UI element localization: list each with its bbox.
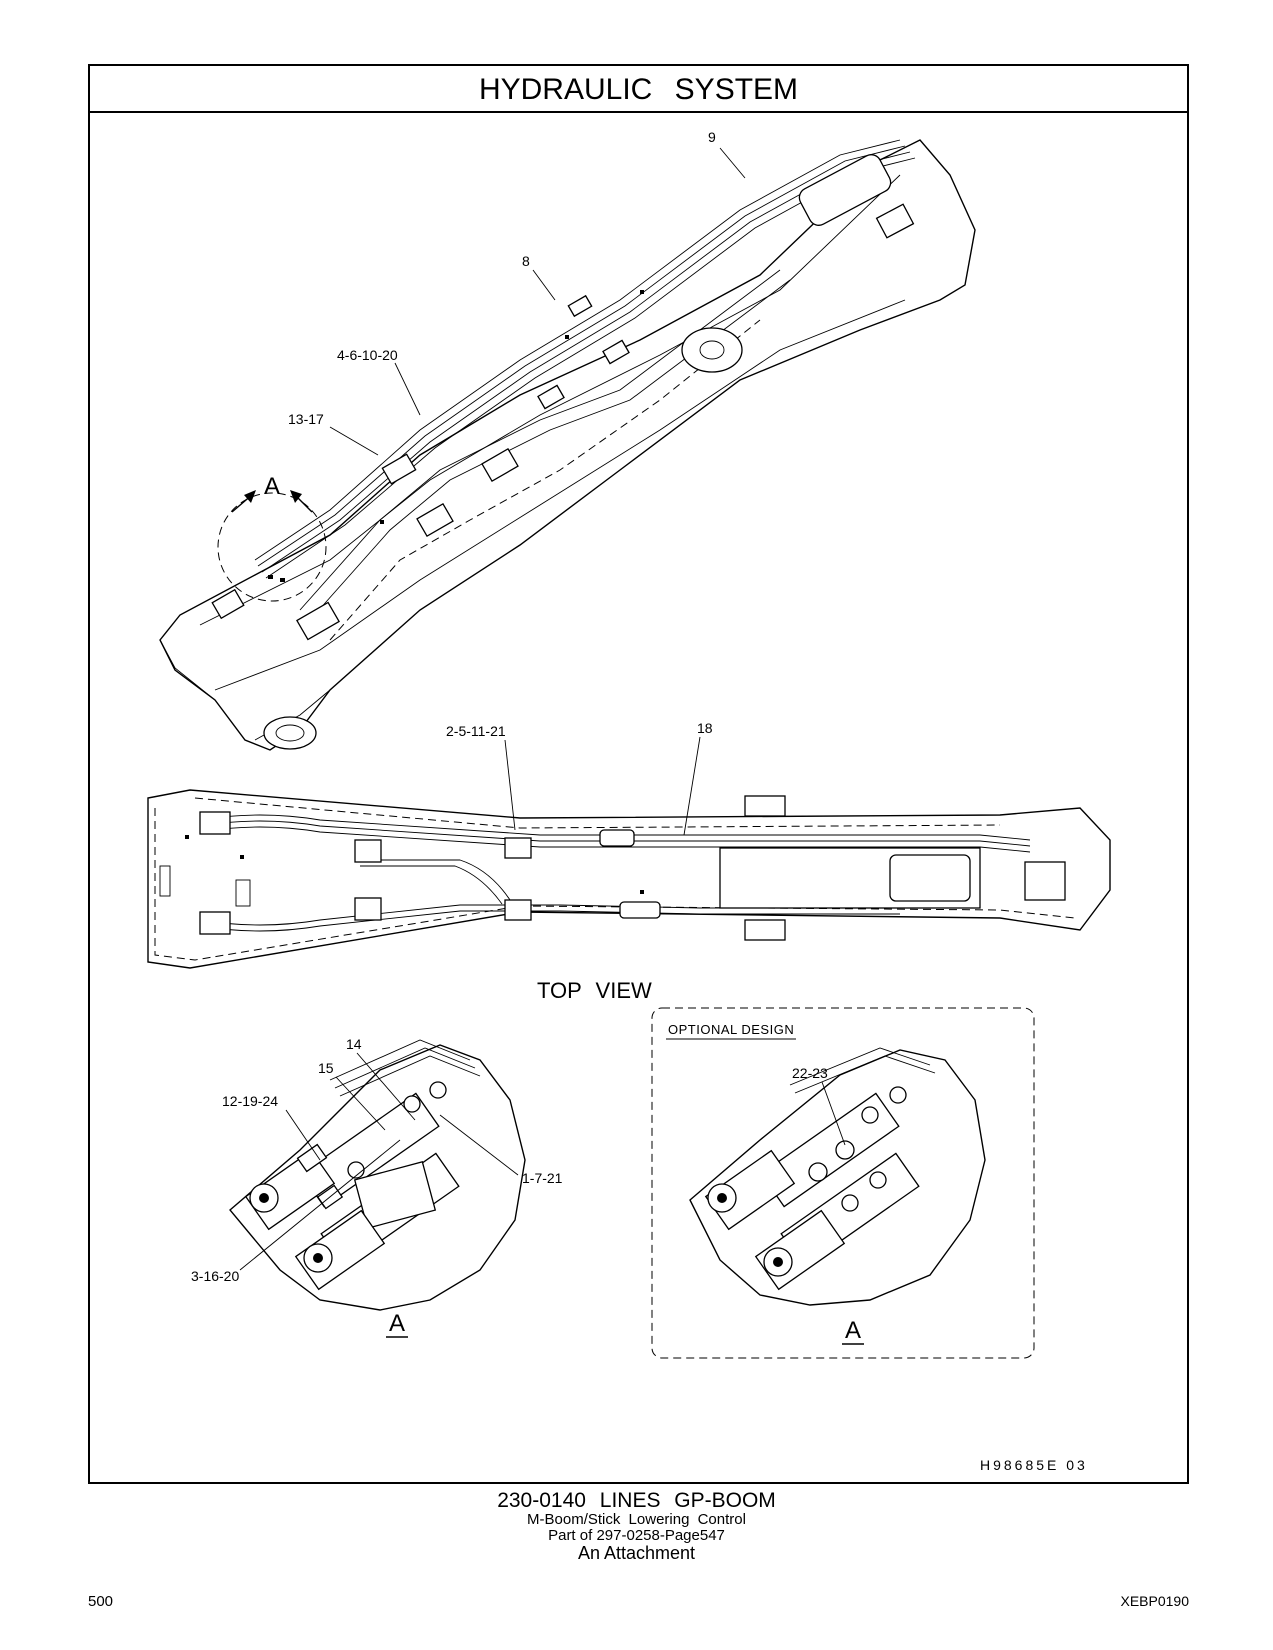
hydraulic-diagram: A 9 8 4-6-10-20 13-17 xyxy=(147,129,1111,1473)
callout-15: 15 xyxy=(318,1060,334,1076)
optional-design-view: OPTIONAL DESIGN 22-23 A xyxy=(651,1007,1035,1359)
caption-main: 230-0140 LINES GP-BOOM xyxy=(497,1489,776,1512)
callout-13-17: 13-17 xyxy=(288,411,324,427)
callout-3-16-20: 3-16-20 xyxy=(191,1268,239,1284)
callout-2-5-11-21: 2-5-11-21 xyxy=(446,723,506,739)
caption-sub1: M-Boom/Stick Lowering Control xyxy=(527,1511,746,1529)
detail-a-marker: A xyxy=(264,473,280,500)
optional-a-label: A xyxy=(845,1317,861,1344)
callout-8: 8 xyxy=(522,253,530,269)
optional-design-label: OPTIONAL DESIGN xyxy=(668,1022,794,1037)
boom-isometric-view: A 9 8 4-6-10-20 13-17 xyxy=(159,129,976,751)
top-view-label: TOP VIEW xyxy=(537,978,652,1003)
caption-sub3: An Attachment xyxy=(577,1542,696,1563)
callout-9: 9 xyxy=(708,129,716,145)
top-view: 2-5-11-21 18 TOP VIEW xyxy=(147,720,1111,1003)
drawing-number: H98685E 03 xyxy=(980,1457,1088,1473)
callout-18: 18 xyxy=(697,720,713,736)
drawing-frame: HYDRAULIC SYSTEM xyxy=(88,64,1189,1484)
page-number: 500 xyxy=(88,1593,114,1610)
callout-12-19-24: 12-19-24 xyxy=(222,1093,278,1109)
document-code: XEBP0190 xyxy=(1120,1593,1190,1609)
callout-14: 14 xyxy=(346,1036,362,1052)
detail-a-label: A xyxy=(389,1310,405,1337)
callout-4-6-10-20: 4-6-10-20 xyxy=(337,347,398,363)
caption-sub2: Part of 297-0258-Page547 xyxy=(548,1526,725,1544)
detail-a-view: 14 15 12-19-24 1-7-21 3-16-20 A xyxy=(191,1036,563,1338)
page-title: HYDRAULIC SYSTEM xyxy=(90,66,1187,113)
callout-1-7-21: 1-7-21 xyxy=(522,1170,563,1186)
callout-22-23: 22-23 xyxy=(792,1065,828,1081)
figure-caption: 230-0140 LINES GP-BOOM M-Boom/Stick Lowe… xyxy=(0,1489,1273,1563)
